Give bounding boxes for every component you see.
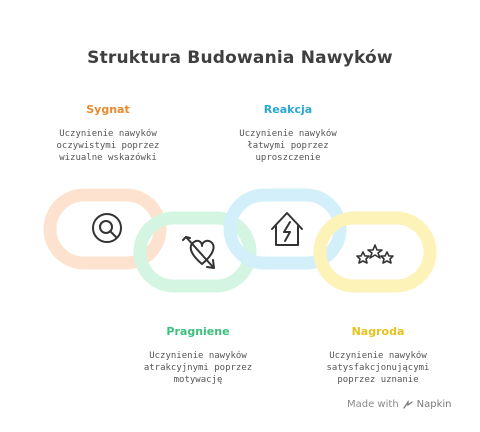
- desc-line: łatwymi poprzez: [247, 141, 329, 151]
- desc-reakcja: Uczynienie nawyków łatwymi poprzez upros…: [213, 128, 363, 164]
- desc-line: satysfakcjonującymi: [326, 363, 430, 373]
- desc-line: Uczynienie nawyków: [59, 129, 157, 139]
- desc-line: atrakcyjnymi poprzez: [143, 363, 253, 373]
- ring-nagroda: [313, 211, 437, 293]
- desc-line: poprzez uznanie: [337, 375, 419, 385]
- desc-nagroda: Uczynienie nawyków satysfakcjonującymi p…: [303, 350, 453, 386]
- magnifier-icon: [92, 213, 122, 243]
- desc-line: uproszczenie: [255, 153, 321, 163]
- desc-line: oczywistymi poprzez: [56, 141, 160, 151]
- ring-sygnat: [43, 188, 167, 270]
- desc-line: Uczynienie nawyków: [329, 351, 427, 361]
- label-pragniene: Pragniene: [166, 325, 230, 338]
- desc-line: motywację: [173, 375, 223, 385]
- ring-pragniene: [133, 211, 257, 293]
- label-reakcja: Reakcja: [263, 103, 313, 116]
- desc-pragniene: Uczynienie nawyków atrakcyjnymi poprzez …: [123, 350, 273, 386]
- desc-line: wizualne wskazówki: [59, 153, 157, 163]
- heart-arrow-icon: [182, 236, 215, 269]
- stars-icon: [356, 244, 394, 264]
- ring-reakcja: [223, 188, 347, 270]
- label-nagroda: Nagroda: [351, 325, 405, 338]
- house-bolt-icon: [271, 212, 303, 246]
- napkin-logo-icon: [403, 399, 413, 409]
- page-title: Struktura Budowania Nawyków: [87, 48, 393, 68]
- desc-sygnat: Uczynienie nawyków oczywistymi poprzez w…: [33, 128, 183, 164]
- desc-line: Uczynienie nawyków: [239, 129, 337, 139]
- desc-line: Uczynienie nawyków: [149, 351, 247, 361]
- label-sygnat: Sygnat: [86, 103, 130, 116]
- made-with-text: Made with: [347, 399, 399, 410]
- brand-name: Napkin: [416, 399, 452, 410]
- footer-credit[interactable]: Made with Napkin: [347, 399, 452, 410]
